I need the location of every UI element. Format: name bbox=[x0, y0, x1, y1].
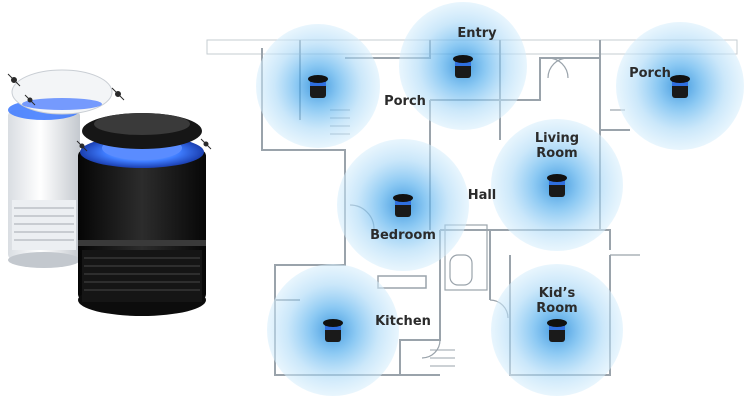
lamp-icon bbox=[323, 319, 343, 342]
black-mosquito-lamp bbox=[78, 113, 206, 316]
coverage-zones bbox=[256, 2, 744, 396]
lamp-icon bbox=[308, 75, 328, 98]
white-mosquito-lamp bbox=[8, 69, 113, 268]
room-label-entry: Entry bbox=[457, 26, 497, 41]
room-label-porch-west: Porch bbox=[384, 94, 426, 109]
room-label-hall: Hall bbox=[468, 188, 497, 203]
product-photo bbox=[7, 69, 212, 316]
lamp-icon bbox=[453, 55, 473, 78]
room-label-bedroom: Bedroom bbox=[370, 228, 436, 243]
mosquito-icons bbox=[7, 73, 212, 152]
room-label-porch-east: Porch bbox=[629, 66, 671, 81]
lamp-icon bbox=[670, 75, 690, 98]
lamp-icon bbox=[547, 319, 567, 342]
room-label-kitchen: Kitchen bbox=[375, 314, 431, 329]
lamp-icon bbox=[393, 194, 413, 217]
lamp-icon bbox=[547, 174, 567, 197]
